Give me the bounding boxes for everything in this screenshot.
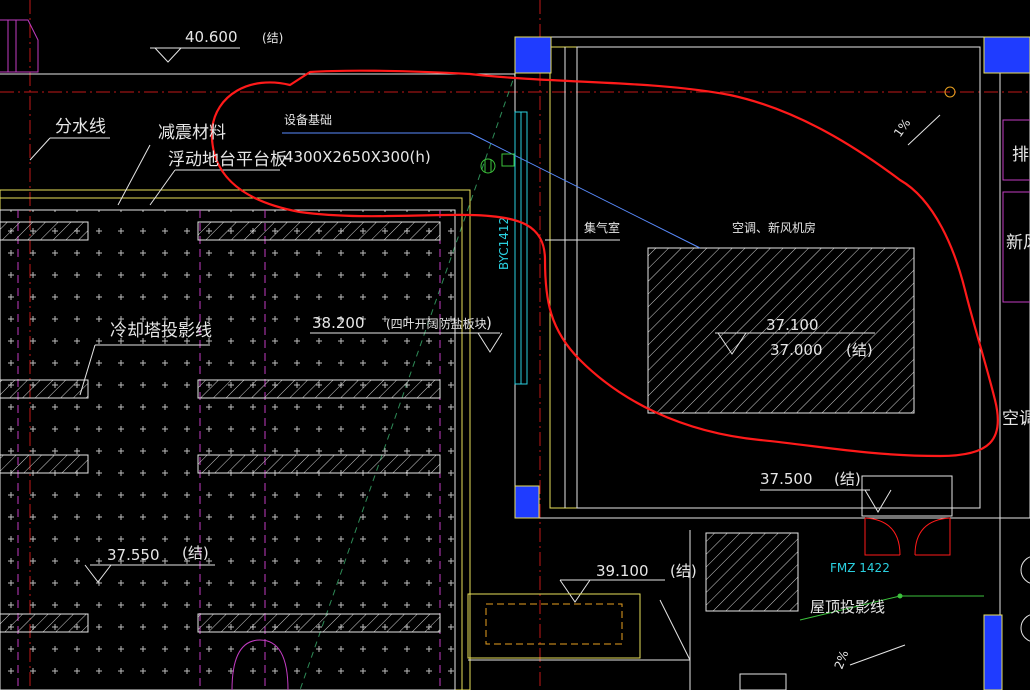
label-lengque: 冷却塔投影线 (110, 321, 212, 341)
elevation-markers (84, 47, 892, 603)
label-shebei-size: 4300X2650X300(h) (284, 148, 431, 166)
label-fudong: 浮动地台平台板 (168, 150, 287, 170)
label-jianzhen: 减震材料 (158, 123, 226, 143)
elevation-371-value: 37.100 (766, 316, 819, 334)
elevation-375-note: (结) (834, 470, 861, 488)
label-shebei: 设备基础 (284, 113, 332, 127)
ac-equipment-block (647, 247, 915, 414)
slope-label-2: 2% (832, 648, 852, 671)
elevation-370-value: 37.000 (770, 341, 823, 359)
elevation-top-value: 40.600 (185, 28, 238, 46)
label-fmz: FMZ 1422 (830, 561, 890, 575)
elevation-375-value: 37.500 (760, 470, 813, 488)
label-right-pai: 排 (1012, 145, 1029, 165)
label-right-kong: 空调 (1002, 409, 1030, 429)
elevation-391-note: (结) (670, 562, 697, 580)
symbols (480, 153, 515, 174)
bottom-frame (467, 530, 787, 690)
label-kongtiao: 空调、新风机房 (732, 220, 816, 235)
elevation-3755-note: (结) (182, 544, 209, 562)
leader-lines (282, 132, 701, 249)
elevation-top-note: (结) (262, 31, 283, 45)
small-hatched-block (705, 532, 799, 612)
elevation-382-note: (四叶开阔防盐板块 (386, 316, 487, 331)
elevation-391-value: 39.100 (596, 562, 649, 580)
label-jiqishi: 集气室 (584, 220, 620, 235)
slope-label-1: 1% (891, 116, 913, 140)
window-byc1412: BYC1412 (497, 111, 528, 385)
label-wuding: 屋顶投影线 (810, 598, 885, 616)
roof-projection-line (799, 593, 984, 621)
label-right-xin: 新风 (1006, 233, 1030, 253)
structural-columns (514, 36, 1030, 690)
elevation-370-note: (结) (846, 341, 873, 359)
cooling-tower-slab (0, 189, 471, 690)
elevation-3755-value: 37.550 (107, 546, 160, 564)
label-fenshuixian: 分水线 (55, 117, 106, 137)
drain-symbol (944, 86, 956, 98)
red-markup-cloud (210, 69, 1000, 458)
window-label: BYC1412 (497, 217, 511, 270)
svg-text:): ) (486, 314, 492, 332)
right-rooms (1002, 119, 1030, 303)
top-left-structure (0, 19, 39, 73)
door-fmz (861, 475, 953, 556)
elevation-382-value: 38.200 (312, 314, 365, 332)
